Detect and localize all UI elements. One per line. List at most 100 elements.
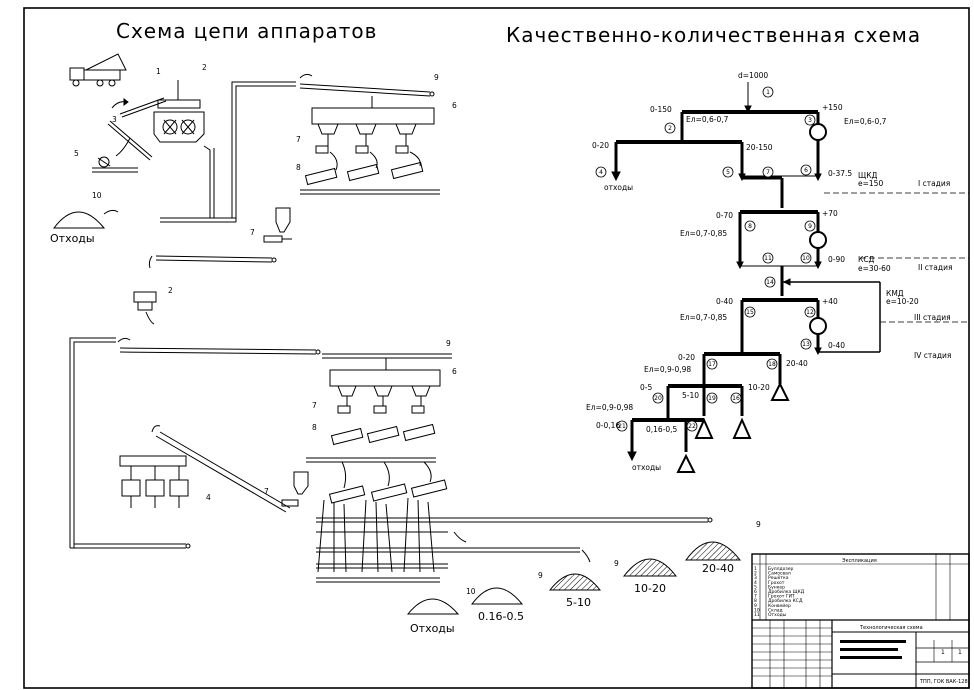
svg-text:Eл=0,9-0,98: Eл=0,9-0,98 — [586, 403, 633, 412]
node-5 — [722, 166, 734, 178]
svg-text:0-150: 0-150 — [650, 105, 672, 114]
spec-row-number: 9 — [754, 603, 757, 609]
svg-text:+40: +40 — [822, 297, 838, 306]
svg-text:10: 10 — [802, 255, 810, 262]
waste-label-bottom: Отходы — [410, 622, 455, 635]
node-1 — [762, 86, 774, 98]
node-3 — [804, 114, 816, 126]
spec-row-label: Склад — [768, 607, 783, 613]
svg-text:Eл=0,6-0,7: Eл=0,6-0,7 — [686, 115, 729, 124]
product-label-10-20: 10-20 — [634, 582, 666, 595]
qq-nodes — [595, 86, 816, 432]
svg-text:2: 2 — [202, 63, 207, 72]
spec-row-number: 10 — [754, 607, 760, 613]
title-block — [751, 553, 970, 689]
spec-row-number: 6 — [754, 589, 757, 595]
svg-text:20-40: 20-40 — [786, 359, 808, 368]
spec-row-number: 11 — [754, 612, 760, 618]
spec-row-label: Конвейер — [768, 602, 791, 609]
svg-text:e=10-20: e=10-20 — [886, 297, 919, 306]
node-9 — [804, 220, 816, 232]
drawing-title: Технологическая схема — [859, 625, 923, 631]
svg-text:0-20: 0-20 — [678, 353, 695, 362]
svg-text:3: 3 — [112, 115, 117, 124]
spec-row-label: Грохот ГИТ — [768, 594, 795, 600]
svg-text:8: 8 — [748, 223, 752, 230]
cone-crushers-row1 — [304, 151, 424, 186]
svg-text:4: 4 — [599, 169, 603, 176]
svg-text:8: 8 — [296, 163, 301, 172]
svg-text:ЩКД: ЩКД — [858, 171, 878, 180]
node-18 — [766, 358, 778, 370]
node-19 — [706, 392, 718, 404]
svg-text:15: 15 — [746, 309, 754, 316]
svg-text:10: 10 — [466, 587, 476, 596]
svg-text:1: 1 — [156, 67, 161, 76]
right-title: Качественно-количественная схема — [506, 23, 921, 47]
product-label-20-40: 20-40 — [702, 562, 734, 575]
svg-text:11: 11 — [764, 255, 772, 262]
drawing-code: ТПП, ГОК ВАК-128 — [919, 679, 968, 685]
node-6 — [800, 164, 812, 176]
svg-text:0-40: 0-40 — [716, 297, 733, 306]
dump-truck-icon — [69, 53, 127, 87]
spec-header: Экспликация — [842, 558, 877, 564]
node-7 — [762, 166, 774, 178]
spec-row-label: Буллдозер — [768, 566, 794, 572]
spec-row-label: Дробилка ЩКД — [768, 589, 805, 595]
waste-label-top: Отходы — [50, 232, 95, 245]
spec-row-number: 3 — [754, 575, 757, 581]
spec-row-number: 1 — [754, 566, 757, 572]
svg-text:5: 5 — [74, 149, 79, 158]
svg-text:7: 7 — [264, 487, 269, 496]
svg-text:14: 14 — [766, 279, 774, 286]
spec-row-label: Дробилка КСД — [768, 598, 803, 604]
svg-text:отходы: отходы — [632, 463, 661, 472]
sheets-total: 1 — [958, 649, 962, 656]
svg-text:19: 19 — [708, 395, 716, 402]
svg-text:e=150: e=150 — [858, 179, 883, 188]
svg-text:Eл=0,7-0,85: Eл=0,7-0,85 — [680, 229, 727, 238]
node-4 — [595, 166, 607, 178]
qq-labels: d=1000 0-150 +150 Eл=0,6-0,7 Eл=0,6-0,7 … — [586, 71, 952, 472]
node-16 — [730, 392, 742, 404]
svg-text:+150: +150 — [822, 103, 843, 112]
svg-text:21: 21 — [618, 423, 626, 430]
svg-text:16: 16 — [732, 395, 740, 402]
screens-left-icon — [119, 455, 189, 508]
node-22 — [686, 420, 698, 432]
svg-text:7: 7 — [312, 401, 317, 410]
svg-text:9: 9 — [538, 571, 543, 580]
svg-text:6: 6 — [804, 167, 808, 174]
product-label-016-05: 0.16-0.5 — [478, 610, 524, 623]
svg-text:КМД: КМД — [886, 289, 904, 298]
bunker-icon — [311, 96, 435, 146]
jaw-crusher-icon — [153, 80, 205, 143]
svg-text:20-150: 20-150 — [746, 143, 773, 152]
spec-row-label: Самосвал — [768, 571, 791, 577]
spec-row-label: Бункер — [768, 584, 785, 590]
node-10 — [800, 252, 812, 264]
spec-row-number: 2 — [754, 571, 757, 577]
svg-text:9: 9 — [434, 73, 439, 82]
svg-text:2: 2 — [668, 125, 672, 132]
svg-text:0-70: 0-70 — [716, 211, 733, 220]
svg-text:7: 7 — [250, 228, 255, 237]
svg-text:10: 10 — [92, 191, 102, 200]
svg-text:0-0,16: 0-0,16 — [596, 421, 620, 430]
svg-text:e=30-60: e=30-60 — [858, 264, 891, 273]
svg-text:0-5: 0-5 — [640, 383, 652, 392]
svg-text:9: 9 — [446, 339, 451, 348]
svg-text:Eл=0,7-0,85: Eл=0,7-0,85 — [680, 313, 727, 322]
svg-text:Eл=0,9-0,98: Eл=0,9-0,98 — [644, 365, 691, 374]
svg-text:0-90: 0-90 — [828, 255, 845, 264]
svg-text:Eл=0,6-0,7: Eл=0,6-0,7 — [844, 117, 887, 126]
spec-row-label: Грохот — [768, 580, 785, 586]
svg-text:6: 6 — [452, 367, 457, 376]
svg-text:5-10: 5-10 — [682, 391, 699, 400]
waste-pile-icon — [52, 209, 119, 229]
svg-text:17: 17 — [708, 361, 716, 368]
crusher-mid-icon — [133, 291, 157, 325]
svg-text:13: 13 — [802, 341, 810, 348]
